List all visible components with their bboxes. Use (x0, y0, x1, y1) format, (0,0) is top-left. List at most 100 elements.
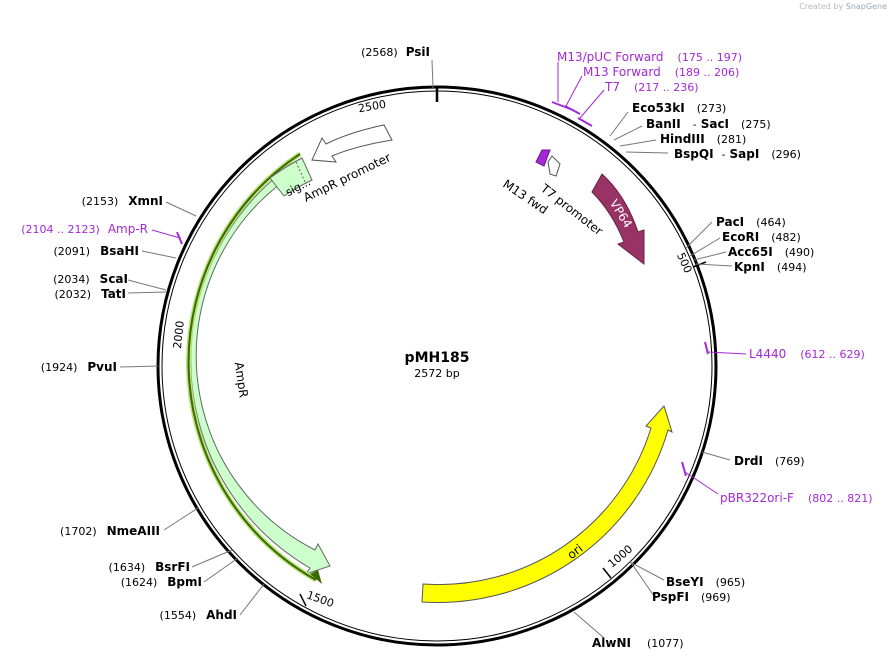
site-name-paci: PacI (716, 215, 744, 229)
ampr-feature-arrow (190, 157, 331, 575)
site-name-bpmi: BpmI (167, 575, 202, 589)
site-lead-drdi (701, 451, 731, 461)
primer-label-ampr: (2104 .. 2123)Amp-R (21, 222, 148, 236)
site-lead-pvui (119, 365, 159, 368)
primer-name-m13: M13 Forward (583, 65, 661, 79)
ampr-highlight-head (310, 570, 322, 584)
site-label-hindiii: HindIII(281) (660, 132, 746, 146)
site-pos-drdi: (769) (775, 455, 805, 468)
site-lead-bpmi (203, 557, 239, 583)
site-pos-scai: (2034) (53, 273, 90, 286)
site-lead-tati (127, 291, 167, 294)
site-pos-bseyi: (965) (716, 576, 746, 589)
site-label-acc65i: Acc65I (490) (728, 245, 814, 259)
site-label-ecori: EcoRI (482) (722, 230, 801, 244)
primer-label-t7: T7 (217 .. 236) (604, 80, 699, 94)
ori-feature-arrow (421, 405, 673, 603)
site-label-ahdi: (1554)AhdI (160, 608, 237, 622)
site-name-pvui: PvuI (87, 360, 117, 374)
primer-lead-pbr322 (684, 471, 719, 495)
site-pos-tati: (2032) (54, 288, 91, 301)
site-name-nmeaiii: NmeAIII (107, 524, 160, 538)
site-name-acc65i: Acc65I (728, 245, 773, 259)
site-lead-bseyi (629, 561, 665, 581)
m13-fwd-arrow (535, 149, 551, 167)
site-name-sapi: SapI (730, 147, 760, 161)
primer-label-m13-puc: M13/pUC Forward (175 .. 197) (557, 50, 742, 64)
ampr-label: AmpR (232, 361, 251, 398)
primer-mark-t7 (577, 117, 593, 127)
site-name-ahdi: AhdI (206, 608, 237, 622)
site-pos-bspqi: (296) (771, 148, 801, 161)
site-name-xmni: XmnI (128, 194, 163, 208)
site-name-bseyi: BseYI (666, 575, 704, 589)
site-pos-banii: (275) (741, 118, 771, 131)
ampr-highlight-inner (187, 153, 317, 581)
site-pos-ecori: (482) (771, 231, 801, 244)
site-name-saci: SacI (701, 117, 729, 131)
site-name-tati: TatI (101, 287, 126, 301)
primer-name-m13-puc: M13/pUC Forward (557, 50, 664, 64)
primer-lead-ampr (151, 229, 181, 239)
site-pos-pspfi: (969) (701, 591, 731, 604)
snapgene-credit: Created by SnapGene (799, 2, 887, 11)
site-label-bspqi: BspQI-SapI(296) (674, 147, 801, 161)
primer-range-t7: (217 .. 236) (634, 81, 699, 94)
primer-mark-l4440 (704, 341, 709, 355)
tick-mark-1500 (299, 593, 307, 607)
primer-name-ampr: Amp-R (108, 222, 148, 236)
plasmid-length: 2572 bp (414, 367, 459, 380)
site-pos-hindiii: (281) (717, 133, 747, 146)
primer-range-l4440: (612 .. 629) (800, 348, 865, 361)
tick-label-2000: 2000 (171, 320, 187, 349)
site-label-bsrfi: (1634)BsrFI (109, 560, 190, 574)
site-label-psii: (2568)PsiI (361, 45, 430, 59)
site-label-banii: BanII-SacI(275) (646, 117, 771, 131)
site-lead-bsrfi (191, 549, 233, 568)
tick-label-1500: 1500 (305, 588, 336, 610)
credit-brand: SnapGene (845, 2, 887, 11)
site-lead-eco53ki (609, 111, 629, 137)
site-label-bsahi: (2091)BsaHI (54, 244, 139, 258)
site-lead-psii (431, 59, 434, 89)
site-pos-acc65i: (490) (785, 246, 815, 259)
primer-range-m13-puc: (175 .. 197) (678, 51, 743, 64)
m13-fwd-label: M13 fwd (500, 177, 550, 217)
site-label-drdi: DrdI (769) (734, 454, 805, 468)
tick-label-2500: 2500 (357, 98, 387, 116)
site-name-psii: PsiI (406, 45, 430, 59)
site-lead-alwni (573, 611, 605, 639)
vp64-feature-arrow (591, 173, 645, 266)
site-label-bpmi: (1624) BpmI (121, 575, 202, 589)
primer-label-m13: M13 Forward (189 .. 206) (583, 65, 739, 79)
primer-name-t7: T7 (604, 80, 620, 94)
site-label-bseyi: BseYI (965) (666, 575, 745, 589)
site-label-scai: (2034)ScaI (53, 272, 128, 286)
primer-label-pbr322: pBR322ori-F(802 .. 821) (720, 491, 873, 505)
site-pos-kpni: (494) (777, 261, 807, 274)
primer-range-m13: (189 .. 206) (675, 66, 740, 79)
site-name-bspqi: BspQI (674, 147, 714, 161)
site-lead-paci (685, 221, 713, 249)
site-pos-bpmi: (1624) (121, 576, 158, 589)
site-name-ecori: EcoRI (722, 230, 759, 244)
site-pos-pvui: (1924) (41, 361, 78, 374)
site-lead-scai (127, 279, 167, 291)
site-name-bsahi: BsaHI (100, 244, 139, 258)
site-name-drdi: DrdI (734, 454, 763, 468)
site-name-banii: BanII (646, 117, 681, 131)
site-name-eco53ki: Eco53kI (632, 101, 685, 115)
site-name-kpni: KpnI (734, 260, 765, 274)
site-lead-pspfi (631, 563, 655, 597)
site-label-tati: (2032) TatI (54, 287, 126, 301)
sig-divider (295, 161, 307, 185)
primer-mark-m13 (564, 105, 581, 115)
ampr-promoter-arrow (311, 124, 393, 163)
site-label-kpni: KpnI (494) (734, 260, 807, 274)
t7-promoter-arrow (547, 155, 561, 177)
site-label-alwni: AlwNI(1077) (592, 636, 684, 650)
site-pos-paci: (464) (756, 216, 786, 229)
site-name-pspfi: PspFI (652, 590, 689, 604)
site-lead-ecori (689, 237, 721, 257)
